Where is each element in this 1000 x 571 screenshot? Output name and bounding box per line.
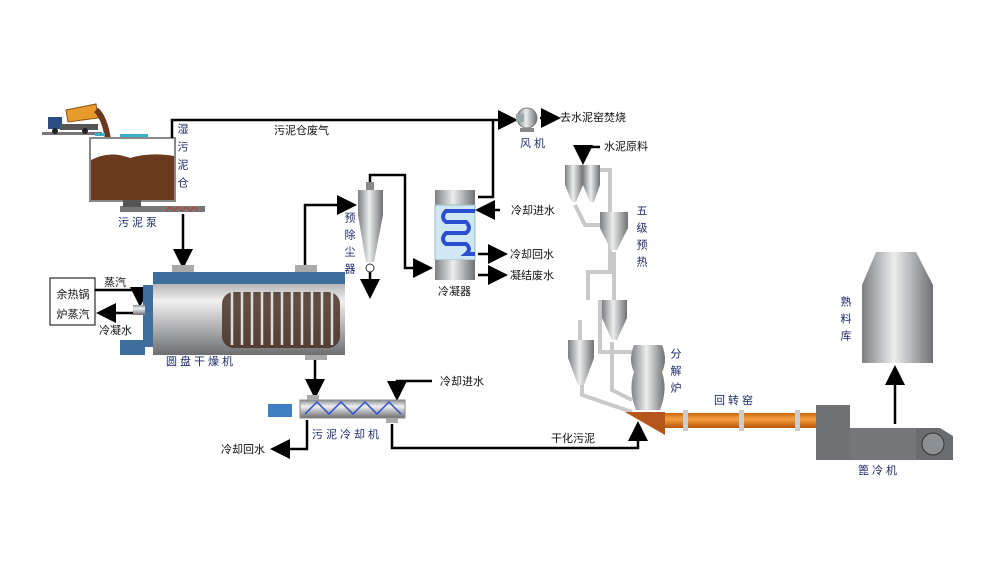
label-to-kiln-incineration: 去水泥窑焚烧 [560,111,626,124]
fan-icon [516,107,538,132]
dried-sludge-line [390,421,648,450]
label-condenser: 冷凝器 [438,285,471,298]
raw-material-line [573,145,600,165]
label-sludge-cooler: 污泥冷却机 [312,428,382,441]
clinker-silo [862,252,933,363]
sludge-cooler [268,395,406,423]
label-condenser-cooling-return: 冷却回水 [510,248,554,261]
steam-line [95,287,150,307]
label-condensate-waste-water: 凝结废水 [510,269,554,282]
cyclone-outlet-line [368,173,433,278]
waste-heat-boiler-box [49,277,96,326]
label-cooler-cooling-in: 冷却进水 [440,375,484,388]
label-calciner: 分解炉 [669,348,682,399]
label-dried-sludge: 干化污泥 [551,432,595,445]
grate-cooler [816,405,953,460]
label-rotary-kiln: 回转窑 [714,394,756,407]
label-waste-heat-boiler: 余热锅炉蒸汽 [56,288,90,321]
condenser [434,190,476,280]
label-clinker-silo: 熟料库 [839,296,852,347]
label-grate-cooler: 篦冷机 [858,464,900,477]
label-bin-exhaust: 污泥仓废气 [274,124,329,137]
disc-dryer [120,265,345,360]
label-fan: 风机 [520,137,548,150]
label-condensate: 冷凝水 [99,324,132,337]
label-pre-dust-collector: 预除尘器 [343,212,356,280]
label-cooler-cooling-return: 冷却回水 [221,443,265,456]
label-wet-sludge-bin: 湿污泥仓 [176,123,189,195]
cooler-water-in-line [387,379,432,401]
dryer-exhaust-line [303,195,357,270]
label-condenser-cooling-in: 冷却进水 [511,204,555,217]
wet-sludge-bin [89,133,205,212]
label-disc-dryer: 圆盘干燥机 [166,355,236,368]
label-cement-raw-material: 水泥原料 [604,140,648,153]
condenser-exhaust-line [478,120,495,199]
pre-dust-collector [358,182,383,273]
cooler-water-return-line [270,420,309,459]
label-steam: 蒸汽 [104,276,126,289]
label-five-stage-preheater: 五级预热 [635,205,648,273]
five-stage-preheater [565,165,665,414]
label-sludge-pump: 污泥泵 [118,216,160,229]
bin-exhaust-line [170,110,518,138]
rotary-kiln [625,410,817,435]
